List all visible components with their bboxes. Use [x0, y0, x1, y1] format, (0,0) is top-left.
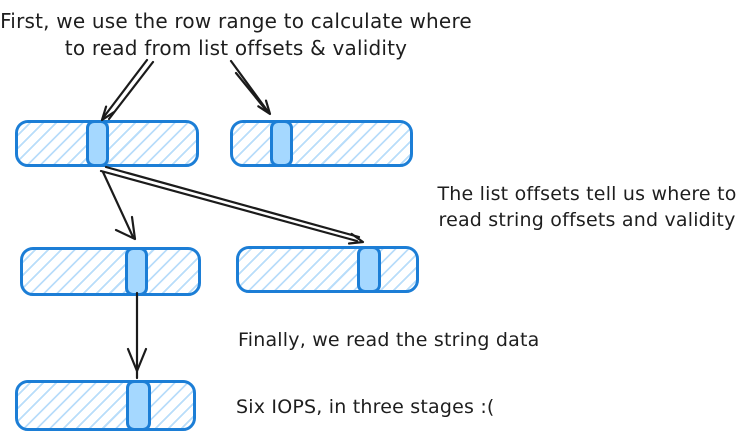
buffer-string-validity [236, 246, 419, 293]
annotation-step3: Finally, we read the string data [238, 329, 540, 351]
annotation-summary: Six IOPS, in three stages :( [236, 396, 495, 418]
annotation-step2: The list offsets tell us where to read s… [420, 181, 752, 233]
highlighted-cell-string-offsets [125, 247, 148, 296]
annotation-step1-line2: to read from list offsets & validity [64, 36, 408, 60]
annotation-step2-line2: read string offsets and validity [438, 209, 736, 231]
buffer-list-offsets [15, 120, 199, 167]
buffer-string-data [15, 380, 196, 431]
buffer-string-offsets [20, 247, 201, 296]
highlighted-cell-string-data [126, 380, 151, 431]
buffer-list-validity [230, 120, 413, 167]
highlighted-cell-list-validity [270, 120, 293, 167]
arrow-to-list-offsets [100, 58, 155, 122]
annotation-step1-line1: First, we use the row range to calculate… [0, 9, 472, 33]
arrow-to-list-validity [229, 59, 272, 116]
highlighted-cell-string-validity [357, 246, 381, 293]
annotation-step1: First, we use the row range to calculate… [0, 8, 472, 62]
arrow-to-string-offsets [101, 170, 137, 241]
annotation-step2-line1: The list offsets tell us where to [437, 183, 737, 205]
highlighted-cell-list-offsets [86, 120, 109, 167]
arrow-to-string-data [126, 291, 148, 380]
arrow-to-string-validity [99, 165, 365, 245]
